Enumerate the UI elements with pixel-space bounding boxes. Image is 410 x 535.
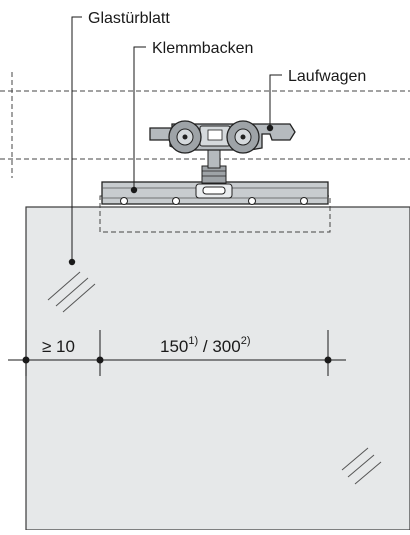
- carriage-wheel-right: [226, 120, 260, 154]
- glass-door-panel: [25, 206, 410, 531]
- leader-glass: [71, 16, 82, 262]
- label-clamp-jaws: Klemmbacken: [152, 40, 253, 57]
- glass-hatch-lower: [341, 447, 382, 485]
- dimension-mark-hole-1: [96, 356, 104, 364]
- carriage: [149, 120, 296, 154]
- suspension-bolt: [201, 149, 227, 184]
- leader-clamp-dot: [130, 186, 138, 194]
- dimension-separator: /: [198, 337, 212, 356]
- leader-clamp: [133, 46, 146, 190]
- dimension-mark-hole-2: [324, 356, 332, 364]
- dimension-line: [8, 330, 346, 376]
- label-glass-panel: Glastürblatt: [88, 10, 170, 27]
- dimension-spacing: 1501) / 3002): [160, 335, 250, 356]
- label-carriage: Laufwagen: [288, 68, 366, 85]
- leader-carriage: [269, 74, 282, 128]
- dimension-footnote-a: 1): [188, 335, 198, 347]
- track-phantom: [0, 72, 410, 178]
- carriage-wheel-left: [168, 120, 202, 154]
- dimension-spacing-a: 150: [160, 337, 188, 356]
- dimension-footnote-b: 2): [241, 335, 251, 347]
- dimension-spacing-b: 300: [212, 337, 240, 356]
- clamp-rail: [101, 181, 329, 205]
- leader-carriage-dot: [266, 124, 274, 132]
- dimension-edge-min: ≥ 10: [42, 337, 75, 356]
- dimension-mark-edge: [22, 356, 30, 364]
- leader-glass-dot: [68, 258, 76, 266]
- glass-hatch-upper: [47, 271, 96, 313]
